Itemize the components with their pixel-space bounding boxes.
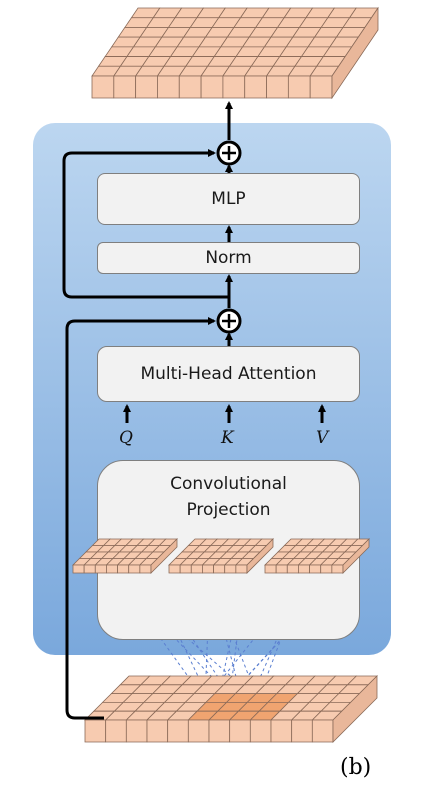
- key-label: K: [221, 428, 234, 448]
- token-cell-front: [190, 564, 203, 574]
- token-cell-front: [331, 564, 344, 574]
- norm-label: Norm: [205, 248, 252, 268]
- token-grid-side: [342, 538, 370, 574]
- mlp-block: MLP: [97, 173, 360, 225]
- output-token-grid: [91, 6, 379, 100]
- norm-block: Norm: [97, 242, 360, 274]
- residual-add-icon-upper: [216, 140, 242, 166]
- token-cell-front: [179, 564, 192, 574]
- residual-add-icon-lower: [216, 308, 242, 334]
- token-cell-front: [72, 564, 85, 574]
- token-cell-front: [139, 564, 152, 574]
- token-grid-side: [246, 538, 274, 574]
- flow-arrows: [123, 101, 326, 423]
- residual-connection-lower: [65, 317, 216, 720]
- multi-head-attention-block: Multi-Head Attention: [97, 346, 360, 402]
- subfigure-caption: (b): [340, 755, 372, 780]
- token-cell-front: [168, 564, 181, 574]
- token-cell-front: [117, 564, 130, 574]
- token-cell-front: [275, 564, 288, 574]
- token-grid-side: [332, 675, 378, 743]
- token-cell-front: [309, 564, 322, 574]
- token-cell-front: [128, 564, 141, 574]
- input-token-grid: [84, 675, 378, 743]
- token-cell-front: [320, 564, 333, 574]
- token-cell-front: [94, 564, 107, 574]
- token-cell-front: [202, 564, 214, 574]
- token-cell-front: [224, 564, 237, 574]
- token-cell-front: [298, 564, 310, 574]
- token-cell-front: [286, 564, 299, 574]
- token-cell-front: [235, 564, 248, 574]
- mlp-label: MLP: [211, 189, 246, 209]
- query-label: Q: [119, 428, 133, 448]
- token-grid-side: [150, 538, 178, 574]
- value-label: V: [316, 428, 329, 448]
- token-cell-front: [83, 564, 96, 574]
- residual-connection-upper: [62, 149, 231, 304]
- token-cell-front: [106, 564, 118, 574]
- attention-label: Multi-Head Attention: [140, 364, 317, 384]
- conv-projection-label: Convolutional Projection: [170, 474, 287, 520]
- token-grid-side: [331, 6, 379, 100]
- token-cell-front: [264, 564, 277, 574]
- token-cell-front: [213, 564, 226, 574]
